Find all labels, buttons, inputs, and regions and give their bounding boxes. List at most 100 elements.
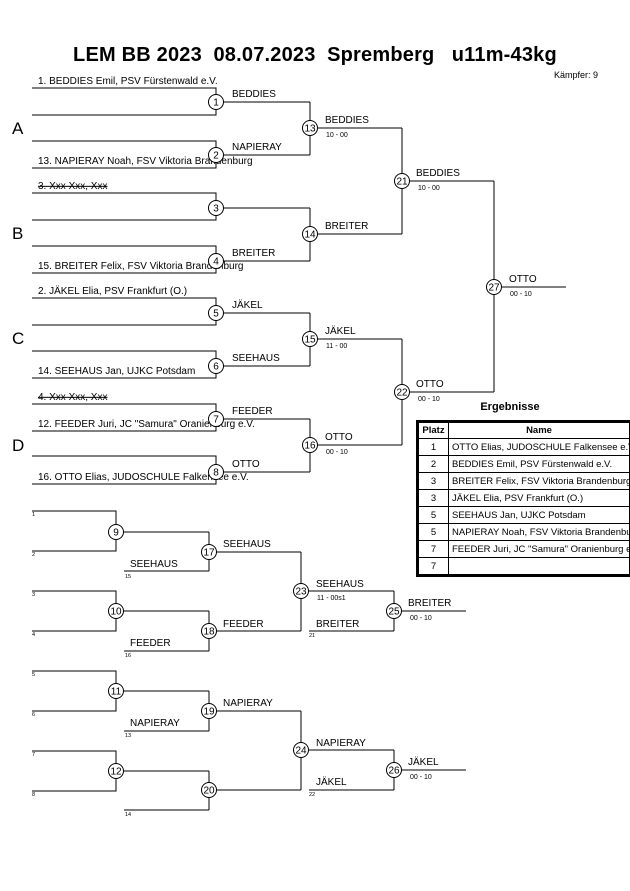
repechage-bracket	[32, 670, 117, 712]
repechage-winner: NAPIERAY	[223, 698, 273, 709]
match-circle	[201, 623, 217, 639]
match-number: 19	[203, 707, 215, 718]
match-number: 9	[113, 528, 119, 539]
repechage-bracket	[32, 590, 117, 632]
round2-winner: BEDDIES	[325, 115, 369, 126]
match-circle	[208, 358, 224, 374]
repechage-dropin-name: SEEHAUS	[130, 559, 178, 570]
match-circle	[208, 464, 224, 480]
result-name: OTTO Elias, JUDOSCHULE Falkensee e.V.	[448, 438, 630, 456]
match-circle	[108, 603, 124, 619]
match-number: 10	[110, 607, 122, 618]
match-circle	[208, 94, 224, 110]
entry-label: 15. BREITER Felix, FSV Viktoria Brandenb…	[38, 261, 243, 272]
match-number: 18	[203, 627, 215, 638]
results-row: 7	[418, 557, 630, 575]
final-score: 00 - 10	[510, 291, 532, 298]
pool-letter: A	[12, 119, 24, 138]
match-number: 15	[304, 335, 316, 346]
match-circle	[386, 762, 402, 778]
match-circle	[208, 200, 224, 216]
repechage-bracket	[32, 750, 117, 792]
match-circle	[293, 742, 309, 758]
repechage-dropin-name: NAPIERAY	[130, 718, 180, 729]
name-header: Name	[448, 422, 630, 439]
bronze-score: 00 - 10	[410, 774, 432, 781]
result-place: 7	[418, 540, 449, 558]
match-circle	[201, 703, 217, 719]
slot-number: 8	[32, 792, 35, 798]
repechage-dropin-name: FEEDER	[130, 638, 171, 649]
match-circle	[108, 683, 124, 699]
round1-winner: BEDDIES	[232, 89, 276, 100]
match-circle	[208, 411, 224, 427]
match-circle	[108, 763, 124, 779]
match-circle	[302, 331, 318, 347]
round3-winner: BEDDIES	[416, 168, 460, 179]
repechage-bracket	[32, 510, 117, 552]
match-number: 3	[213, 204, 219, 215]
pool-letter: D	[12, 436, 24, 455]
slot-number: 4	[32, 632, 35, 638]
match-circle	[302, 120, 318, 136]
round1-winner: JÄKEL	[232, 299, 263, 311]
entry-label: 16. OTTO Elias, JUDOSCHULE Falkensee e.V…	[38, 472, 249, 483]
result-name: BEDDIES Emil, PSV Fürstenwald e.V.	[448, 455, 630, 473]
bronze-winner: JÄKEL	[408, 756, 439, 768]
match-circle	[201, 782, 217, 798]
match-number: 23	[295, 587, 307, 598]
match-number: 2	[213, 151, 219, 162]
page-title: LEM BB 2023 08.07.2023 Spremberg u11m-43…	[73, 44, 557, 66]
round2-score: 00 - 10	[326, 449, 348, 456]
round1-winner: FEEDER	[232, 406, 273, 417]
result-name	[448, 557, 630, 575]
match-number: 12	[110, 767, 122, 778]
match-number: 20	[203, 786, 215, 797]
result-place: 2	[418, 455, 449, 473]
round3-score: 10 - 00	[418, 185, 440, 192]
round2-winner: JÄKEL	[325, 325, 356, 337]
match-number: 8	[213, 468, 219, 479]
match-circle	[108, 524, 124, 540]
round1-winner: SEEHAUS	[232, 353, 280, 364]
match-number: 5	[213, 309, 219, 320]
match-number: 16	[304, 441, 316, 452]
match-number: 25	[388, 607, 400, 618]
slot-number: 5	[32, 672, 35, 678]
repechage-dropin-name: JÄKEL	[316, 776, 347, 788]
result-place: 3	[418, 489, 449, 507]
match-number: 14	[304, 230, 316, 241]
round1-bracket	[32, 192, 217, 221]
pool-letter: B	[12, 224, 23, 243]
result-name: JÄKEL Elia, PSV Frankfurt (O.)	[448, 489, 630, 507]
match-number: 22	[396, 388, 408, 399]
repechage-winner: FEEDER	[223, 619, 264, 630]
entry-label: 13. NAPIERAY Noah, FSV Viktoria Brandenb…	[38, 156, 253, 167]
place-header: Platz	[418, 422, 449, 439]
repechage-winner: NAPIERAY	[316, 738, 366, 749]
result-name: BREITER Felix, FSV Viktoria Brandenburg	[448, 472, 630, 490]
repechage-dropin-name: BREITER	[316, 619, 359, 630]
round3-score: 00 - 10	[418, 396, 440, 403]
match-circle	[394, 384, 410, 400]
result-name: SEEHAUS Jan, UJKC Potsdam	[448, 506, 630, 524]
repechage-ref: 13	[125, 733, 131, 739]
entry-label: 1. BEDDIES Emil, PSV Fürstenwald e.V.	[38, 76, 218, 87]
result-name: NAPIERAY Noah, FSV Viktoria Brandenburg	[448, 523, 630, 541]
match-number: 17	[203, 548, 215, 559]
match-circle	[208, 305, 224, 321]
repechage-ref: 15	[125, 574, 131, 580]
result-place: 1	[418, 438, 449, 456]
slot-number: 2	[32, 552, 35, 558]
entry-label: 4. Xxx Xxx, Xxx	[38, 392, 107, 403]
repechage-ref: 22	[309, 792, 315, 798]
fighter-count: Kämpfer: 9	[553, 70, 598, 80]
match-number: 26	[388, 766, 400, 777]
